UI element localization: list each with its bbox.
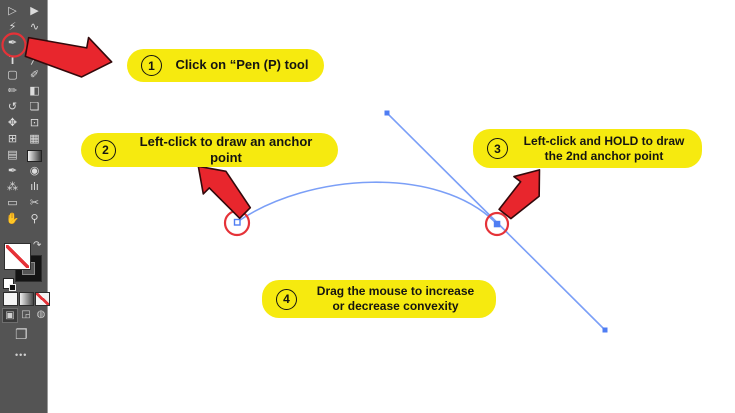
callout-step-4: 4 Drag the mouse to increase or decrease… xyxy=(262,280,496,318)
color-button[interactable] xyxy=(3,292,18,306)
step-1-text: Click on “Pen (P) tool xyxy=(175,57,309,73)
direct-selection-tool[interactable]: ▶ xyxy=(30,5,39,17)
symbol-sprayer-tool[interactable]: ⁂ xyxy=(7,181,18,193)
fill-swatch-none[interactable] xyxy=(4,243,31,270)
magic-wand-tool[interactable]: ⚡ xyxy=(8,21,17,33)
callout-step-3: 3 Left-click and HOLD to draw the 2nd an… xyxy=(473,129,702,168)
swap-fill-stroke-icon[interactable]: ↷ xyxy=(33,240,42,251)
tool-grid: ▷ ▶ ⚡ ∿ ✒ ✎ T ╱ ▢ ✐ ✏ ◧ ↺ ❏ ✥ ⊡ ⊞ ▦ ▤ ✒ … xyxy=(0,0,47,227)
blend-tool[interactable]: ◉ xyxy=(29,165,40,177)
draw-normal-icon[interactable]: ▣ xyxy=(2,308,18,323)
change-screen-mode-icon[interactable]: ❐ xyxy=(15,326,28,342)
draw-inside-icon[interactable]: ◍ xyxy=(36,309,46,320)
rectangle-tool[interactable]: ▢ xyxy=(7,69,18,81)
curvature-tool[interactable]: ✎ xyxy=(29,37,40,49)
draw-behind-icon[interactable]: ◲ xyxy=(21,309,31,320)
scale-tool[interactable]: ❏ xyxy=(29,101,40,113)
eraser-tool[interactable]: ◧ xyxy=(29,85,40,97)
anchor-point-1[interactable] xyxy=(233,218,241,226)
free-transform-tool[interactable]: ⊡ xyxy=(29,117,40,129)
tool-panel: ▷ ▶ ⚡ ∿ ✒ ✎ T ╱ ▢ ✐ ✏ ◧ ↺ ❏ ✥ ⊡ ⊞ ▦ ▤ ✒ … xyxy=(0,0,50,413)
anchor2-highlight-circle xyxy=(484,211,510,237)
callout-step-1: 1 Click on “Pen (P) tool xyxy=(127,49,324,82)
line-segment-tool[interactable]: ╱ xyxy=(31,53,38,65)
anchor1-highlight-circle xyxy=(223,209,251,237)
selection-tool[interactable]: ▷ xyxy=(8,5,17,17)
gradient-tool[interactable] xyxy=(27,150,42,162)
handle-endpoint-bottom[interactable] xyxy=(602,327,608,333)
mesh-tool[interactable]: ▤ xyxy=(7,149,18,161)
type-tool[interactable]: T xyxy=(8,52,17,67)
none-button[interactable] xyxy=(35,292,50,306)
appearance-buttons xyxy=(3,292,50,306)
step-2-text: Left-click to draw an anchor point xyxy=(139,133,313,165)
handle-endpoint-top[interactable] xyxy=(384,110,390,116)
perspective-grid-tool[interactable]: ▦ xyxy=(29,133,40,145)
rotate-tool[interactable]: ↺ xyxy=(7,101,18,113)
step-4-text: Drag the mouse to increase or decrease c… xyxy=(316,284,475,313)
step-3-text: Left-click and HOLD to draw the 2nd anch… xyxy=(523,133,685,163)
bezier-curve xyxy=(236,181,496,223)
gradient-button[interactable] xyxy=(19,292,34,306)
arrow-to-callout-3 xyxy=(498,169,541,220)
lasso-tool[interactable]: ∿ xyxy=(29,21,40,33)
step-1-number-badge: 1 xyxy=(141,55,162,76)
step-4-number-badge: 4 xyxy=(276,288,297,310)
zoom-tool[interactable]: ⚲ xyxy=(30,213,39,225)
callout-step-2: 2 Left-click to draw an anchor point xyxy=(81,133,338,167)
step-3-number-badge: 3 xyxy=(487,138,508,159)
shaper-tool[interactable]: ✏ xyxy=(7,85,18,97)
eyedropper-tool[interactable]: ✒ xyxy=(7,165,18,177)
width-tool[interactable]: ✥ xyxy=(7,117,18,129)
pen-tool[interactable]: ✒ xyxy=(7,37,18,49)
column-graph-tool[interactable]: ılı xyxy=(30,181,39,193)
hand-tool[interactable]: ✋ xyxy=(5,213,20,225)
default-fill-stroke-icon[interactable] xyxy=(3,278,16,291)
artboard-tool[interactable]: ▭ xyxy=(7,197,18,209)
edit-toolbar-icon[interactable]: ••• xyxy=(15,350,28,360)
paintbrush-tool[interactable]: ✐ xyxy=(29,69,40,81)
anchor-point-2[interactable] xyxy=(493,220,501,228)
slice-tool[interactable]: ✂ xyxy=(29,197,40,209)
drawing-mode-buttons: ▣ ◲ ◍ xyxy=(2,308,48,323)
shape-builder-tool[interactable]: ⊞ xyxy=(7,133,18,145)
step-2-number-badge: 2 xyxy=(95,139,116,161)
